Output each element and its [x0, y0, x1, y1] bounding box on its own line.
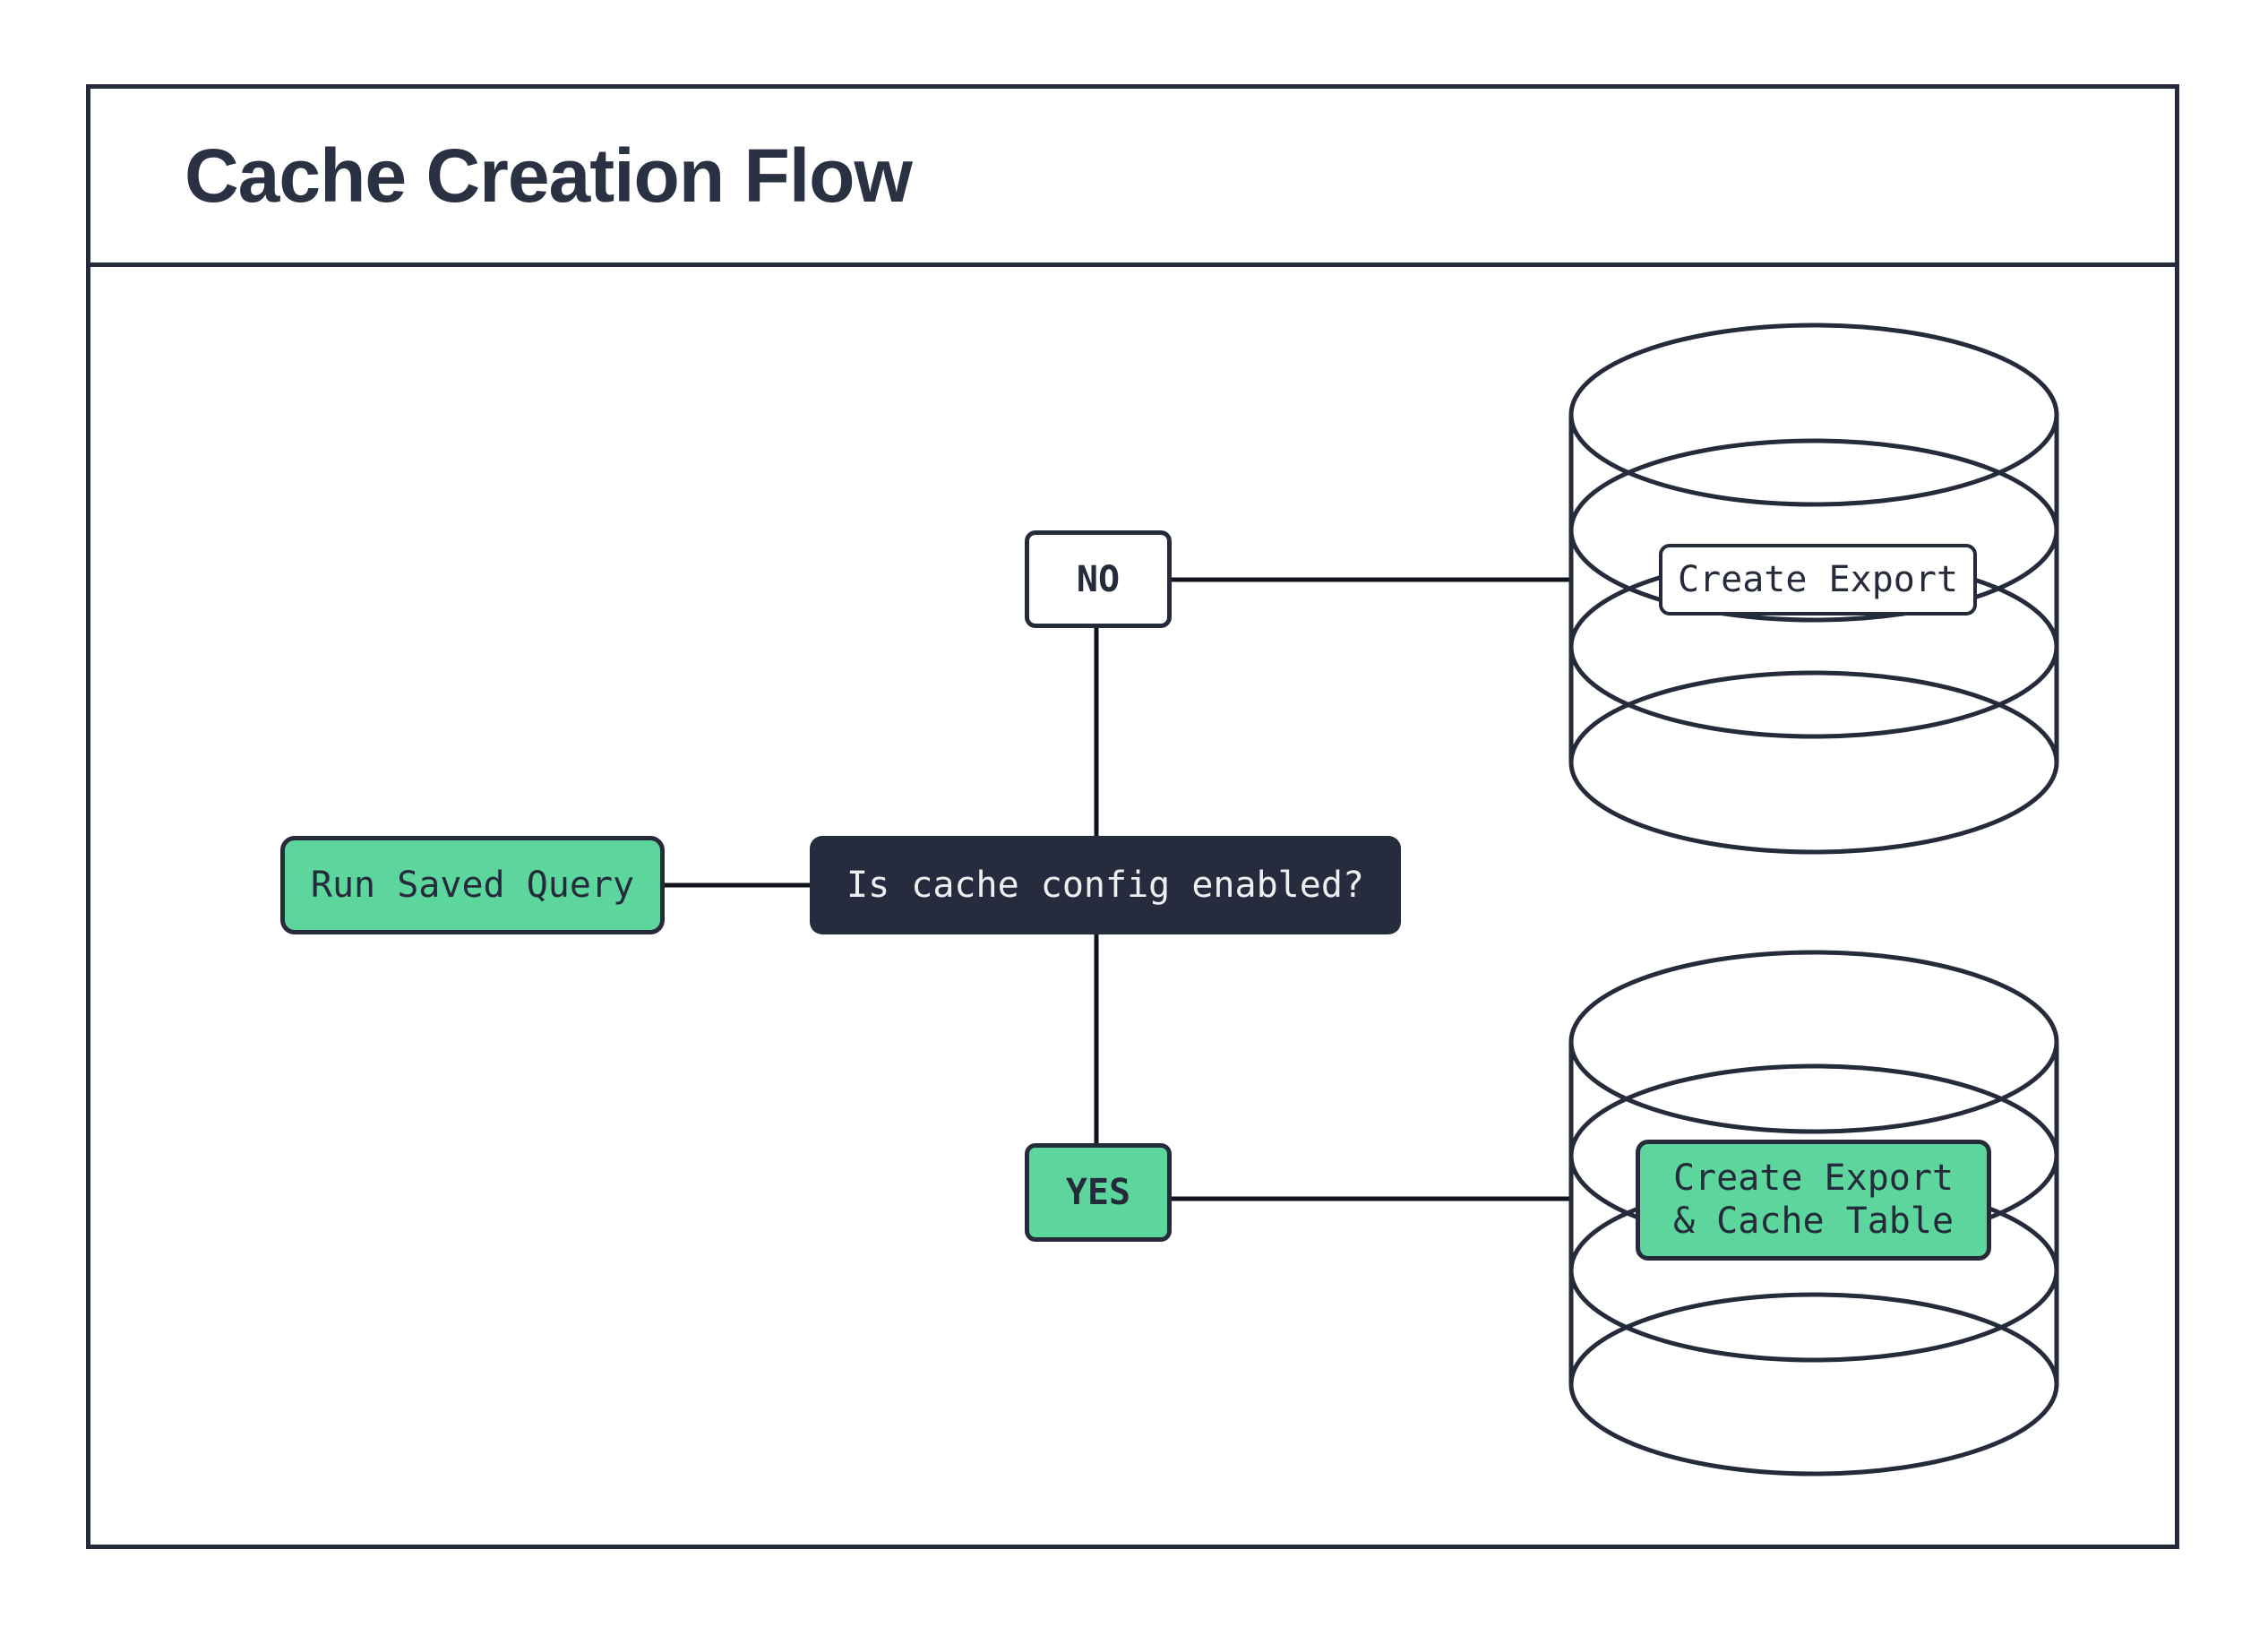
branch-label: NO	[1076, 558, 1121, 600]
branch-no: NO	[1025, 530, 1172, 628]
node-label: Run Saved Query	[310, 865, 635, 906]
branch-label: YES	[1065, 1172, 1131, 1213]
node-label: Create Export	[1677, 559, 1959, 600]
diagram-frame: Cache Creation Flow	[86, 84, 2179, 1549]
page-title: Cache Creation Flow	[185, 133, 913, 218]
title-bar: Cache Creation Flow	[90, 89, 2175, 267]
node-label-line-2: & Cache Table	[1672, 1200, 1954, 1242]
node-label: Is cache config enabled?	[846, 865, 1364, 906]
node-decision-cache-config: Is cache config enabled?	[810, 836, 1401, 934]
node-label-line-1: Create Export	[1672, 1158, 1954, 1200]
branch-yes: YES	[1025, 1143, 1172, 1242]
node-create-export-cache-table: Create Export & Cache Table	[1636, 1140, 1991, 1261]
node-run-saved-query: Run Saved Query	[280, 836, 665, 934]
node-create-export: Create Export	[1659, 544, 1977, 616]
